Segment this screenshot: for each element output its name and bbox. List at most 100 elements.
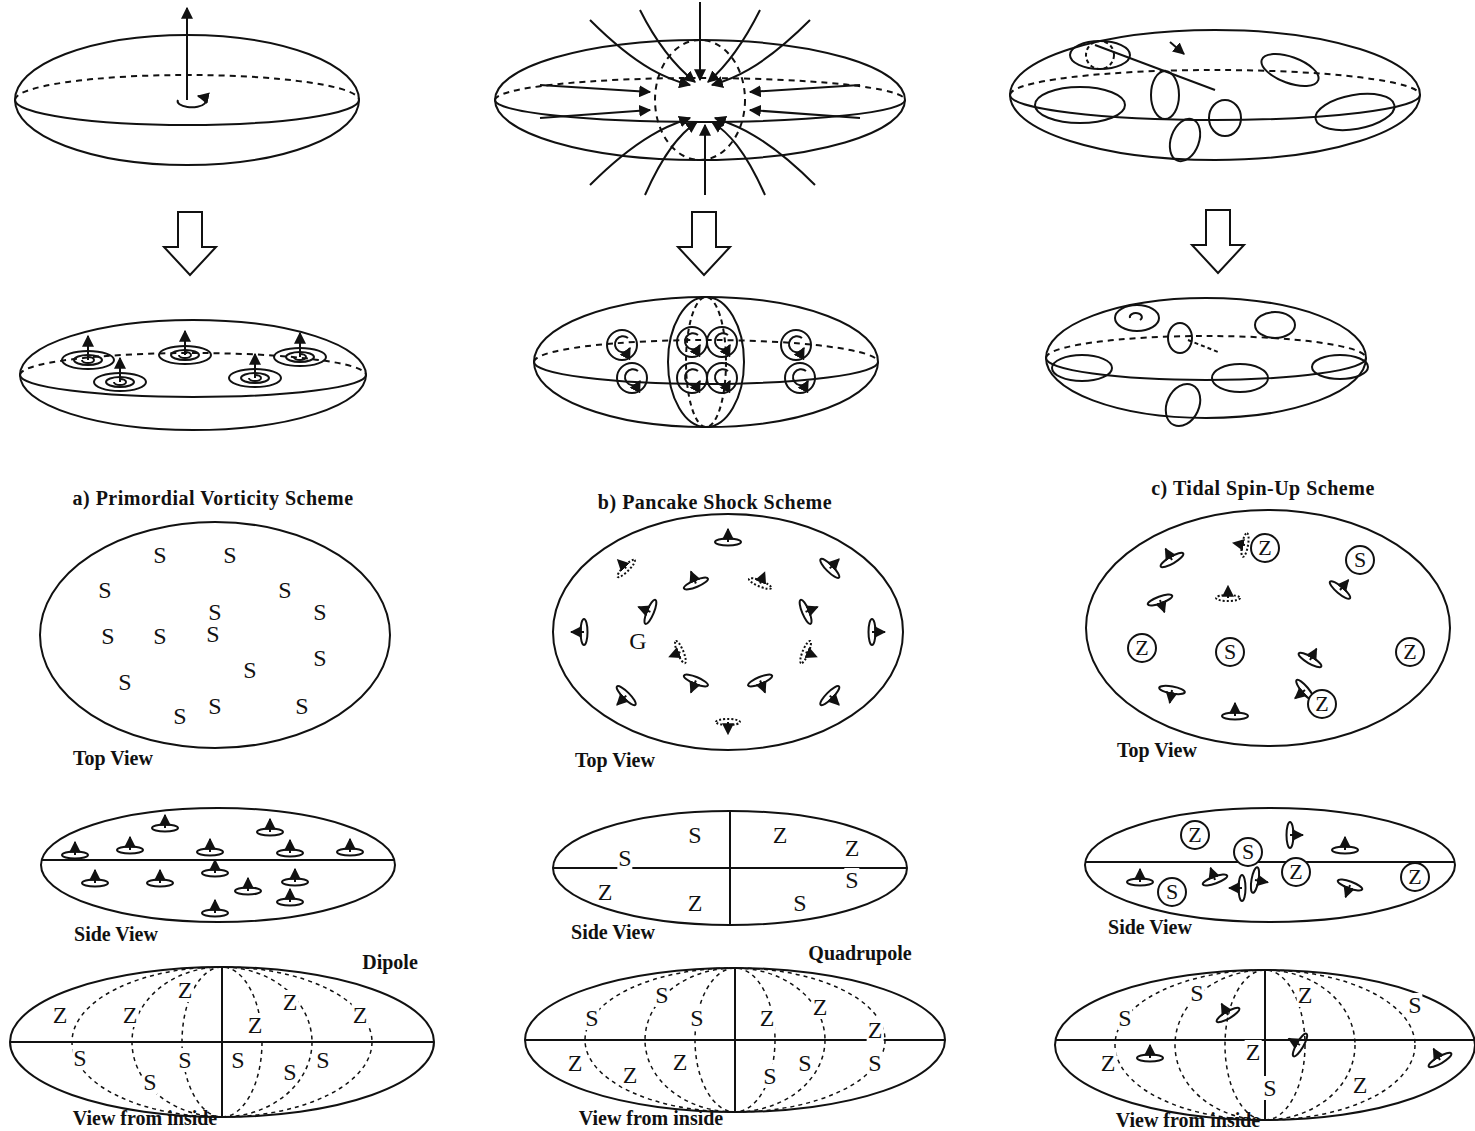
spin-letter: S: [617, 846, 632, 870]
spin-letter: S: [1407, 993, 1422, 1017]
spin-letter: S: [1242, 841, 1254, 863]
spin-letter: S: [207, 694, 222, 718]
spin-letter: S: [654, 983, 669, 1007]
spin-letter: Z: [867, 1018, 884, 1042]
scheme-caption: a) Primordial Vorticity Scheme: [72, 488, 353, 508]
galaxy-disc: [716, 719, 740, 734]
spin-letter: Z: [759, 1006, 776, 1030]
galaxy-disc: [747, 672, 777, 697]
scheme-caption: b) Pancake Shock Scheme: [598, 492, 832, 512]
spin-letter: Z: [1297, 983, 1314, 1007]
spin-letter: S: [312, 600, 327, 624]
spin-letter: S: [117, 670, 132, 694]
spin-letter: Z: [122, 1003, 139, 1027]
spin-letter: S: [867, 1051, 882, 1075]
spin-letter: Z: [772, 823, 789, 847]
spin-letter: Z: [1245, 1040, 1262, 1064]
spin-letter: S: [282, 1060, 297, 1084]
galaxy-disc: [665, 640, 688, 668]
view-label: View from inside: [1116, 1110, 1260, 1130]
galaxy-disc: [715, 529, 741, 546]
galaxy-disc: [798, 640, 821, 668]
spin-letter: S: [205, 622, 220, 646]
spin-letter: S: [689, 1006, 704, 1030]
view-label: View from inside: [579, 1108, 723, 1128]
spin-letter: S: [97, 578, 112, 602]
spin-letter: Z: [1188, 824, 1201, 846]
circled-galaxy: S: [1233, 837, 1263, 867]
spin-letter: S: [1189, 981, 1204, 1005]
spin-letter: S: [315, 1048, 330, 1072]
galaxy-disc: [679, 567, 709, 592]
view-label: Top View: [73, 748, 153, 768]
spin-letter: Z: [672, 1050, 689, 1074]
galaxy-disc: [818, 684, 848, 714]
galaxy-disc: [633, 595, 658, 625]
galaxy-disc: [609, 551, 637, 579]
circled-galaxy: Z: [1400, 862, 1430, 892]
spin-letter: Z: [1403, 641, 1416, 663]
galaxy-disc: [679, 672, 709, 697]
spin-letter: Z: [1352, 1073, 1369, 1097]
spin-letter: S: [142, 1070, 157, 1094]
spin-letter: Z: [1100, 1051, 1117, 1075]
spin-letter: Z: [52, 1003, 69, 1027]
view-label: Dipole: [362, 952, 418, 972]
spin-letter: S: [152, 624, 167, 648]
circled-galaxy: Z: [1395, 637, 1425, 667]
view-label: Side View: [74, 924, 158, 944]
spin-letter: Z: [812, 995, 829, 1019]
spin-letter: Z: [1408, 866, 1421, 888]
circled-galaxy: Z: [1307, 689, 1337, 719]
spin-letter: S: [100, 624, 115, 648]
spin-letter: S: [312, 646, 327, 670]
spin-letter: S: [72, 1046, 87, 1070]
spin-letter: Z: [352, 1003, 369, 1027]
spin-letter: Z: [844, 836, 861, 860]
spin-letter: S: [1166, 881, 1178, 903]
spin-letter: S: [294, 694, 309, 718]
spin-letter: Z: [1315, 693, 1328, 715]
spin-letter: S: [277, 578, 292, 602]
spin-letter: S: [152, 543, 167, 567]
spin-letter: Z: [597, 880, 614, 904]
view-label: Top View: [1117, 740, 1197, 760]
circled-galaxy: Z: [1281, 857, 1311, 887]
spin-letter: Z: [1258, 537, 1271, 559]
galaxy-disc: [748, 568, 776, 591]
spin-letter: Z: [622, 1063, 639, 1087]
galaxy-disc: [869, 619, 886, 645]
spin-letter: S: [584, 1006, 599, 1030]
view-label: Side View: [571, 922, 655, 942]
spin-letter: Z: [567, 1051, 584, 1075]
view-label: View from inside: [73, 1108, 217, 1128]
spin-letter: Z: [282, 990, 299, 1014]
spin-letter: Z: [687, 891, 704, 915]
spin-letter: S: [172, 704, 187, 728]
spin-letter: S: [242, 658, 257, 682]
view-label: Top View: [575, 750, 655, 770]
circled-galaxy: Z: [1250, 533, 1280, 563]
spin-letter: S: [792, 891, 807, 915]
spin-letter: S: [230, 1048, 245, 1072]
spin-letter: S: [1117, 1006, 1132, 1030]
spin-letter: S: [844, 868, 859, 892]
spin-letter: G: [628, 629, 647, 653]
view-label: Quadrupole: [808, 943, 911, 963]
spin-letter: S: [1224, 641, 1236, 663]
spin-letter: Z: [1289, 861, 1302, 883]
galaxy-disc: [571, 619, 588, 645]
view-label: Side View: [1108, 917, 1192, 937]
spin-letter: S: [1354, 549, 1366, 571]
circled-galaxy: S: [1215, 637, 1245, 667]
spin-letter: S: [762, 1064, 777, 1088]
circled-galaxy: S: [1157, 877, 1187, 907]
spin-letter: S: [207, 600, 222, 624]
spin-letter: Z: [1135, 637, 1148, 659]
spin-letter: Z: [247, 1013, 264, 1037]
circled-galaxy: Z: [1180, 820, 1210, 850]
circled-galaxy: Z: [1127, 633, 1157, 663]
spin-letter: S: [687, 823, 702, 847]
spin-letter: S: [797, 1051, 812, 1075]
